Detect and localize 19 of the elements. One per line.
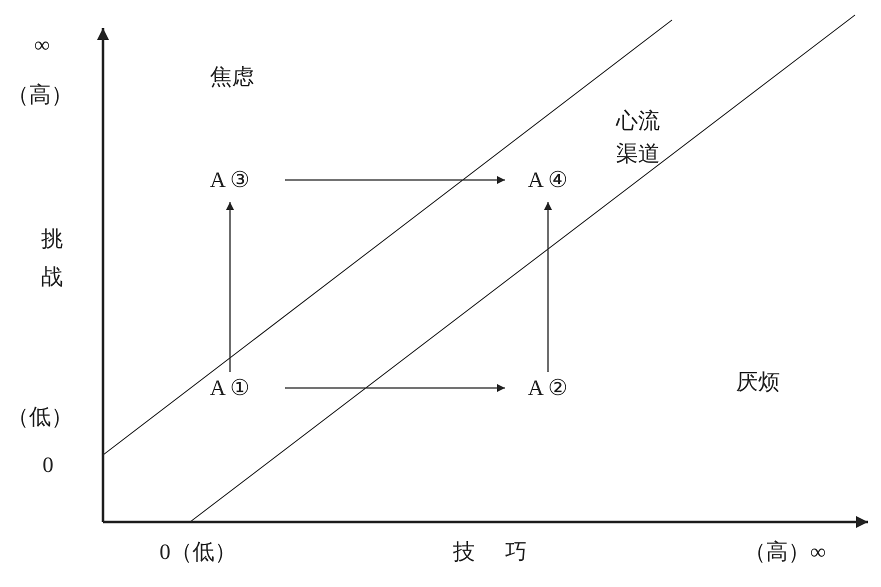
arrow (285, 176, 505, 184)
axis-label: （低） (7, 404, 73, 430)
axis-title: 挑战 (41, 210, 63, 286)
arrow (226, 202, 234, 372)
region-label: 心流渠道 (614, 107, 661, 168)
axis-label: （高）∞ (744, 538, 826, 566)
arrow (544, 202, 552, 372)
state-label: A ② (513, 372, 583, 404)
axis-label: （高） (7, 82, 73, 108)
region-label: 厌烦 (736, 368, 780, 396)
arrow (285, 384, 505, 392)
state-label: A ③ (195, 164, 265, 196)
axis-label: 0 (42, 452, 54, 478)
state-label: A ① (195, 372, 265, 404)
region-label: 焦虑 (210, 64, 254, 90)
axis-title: 技巧 (453, 538, 557, 566)
axis-label: 0（低） (160, 538, 236, 566)
infinity-label: ∞ (34, 32, 50, 58)
state-label: A ④ (513, 164, 583, 196)
